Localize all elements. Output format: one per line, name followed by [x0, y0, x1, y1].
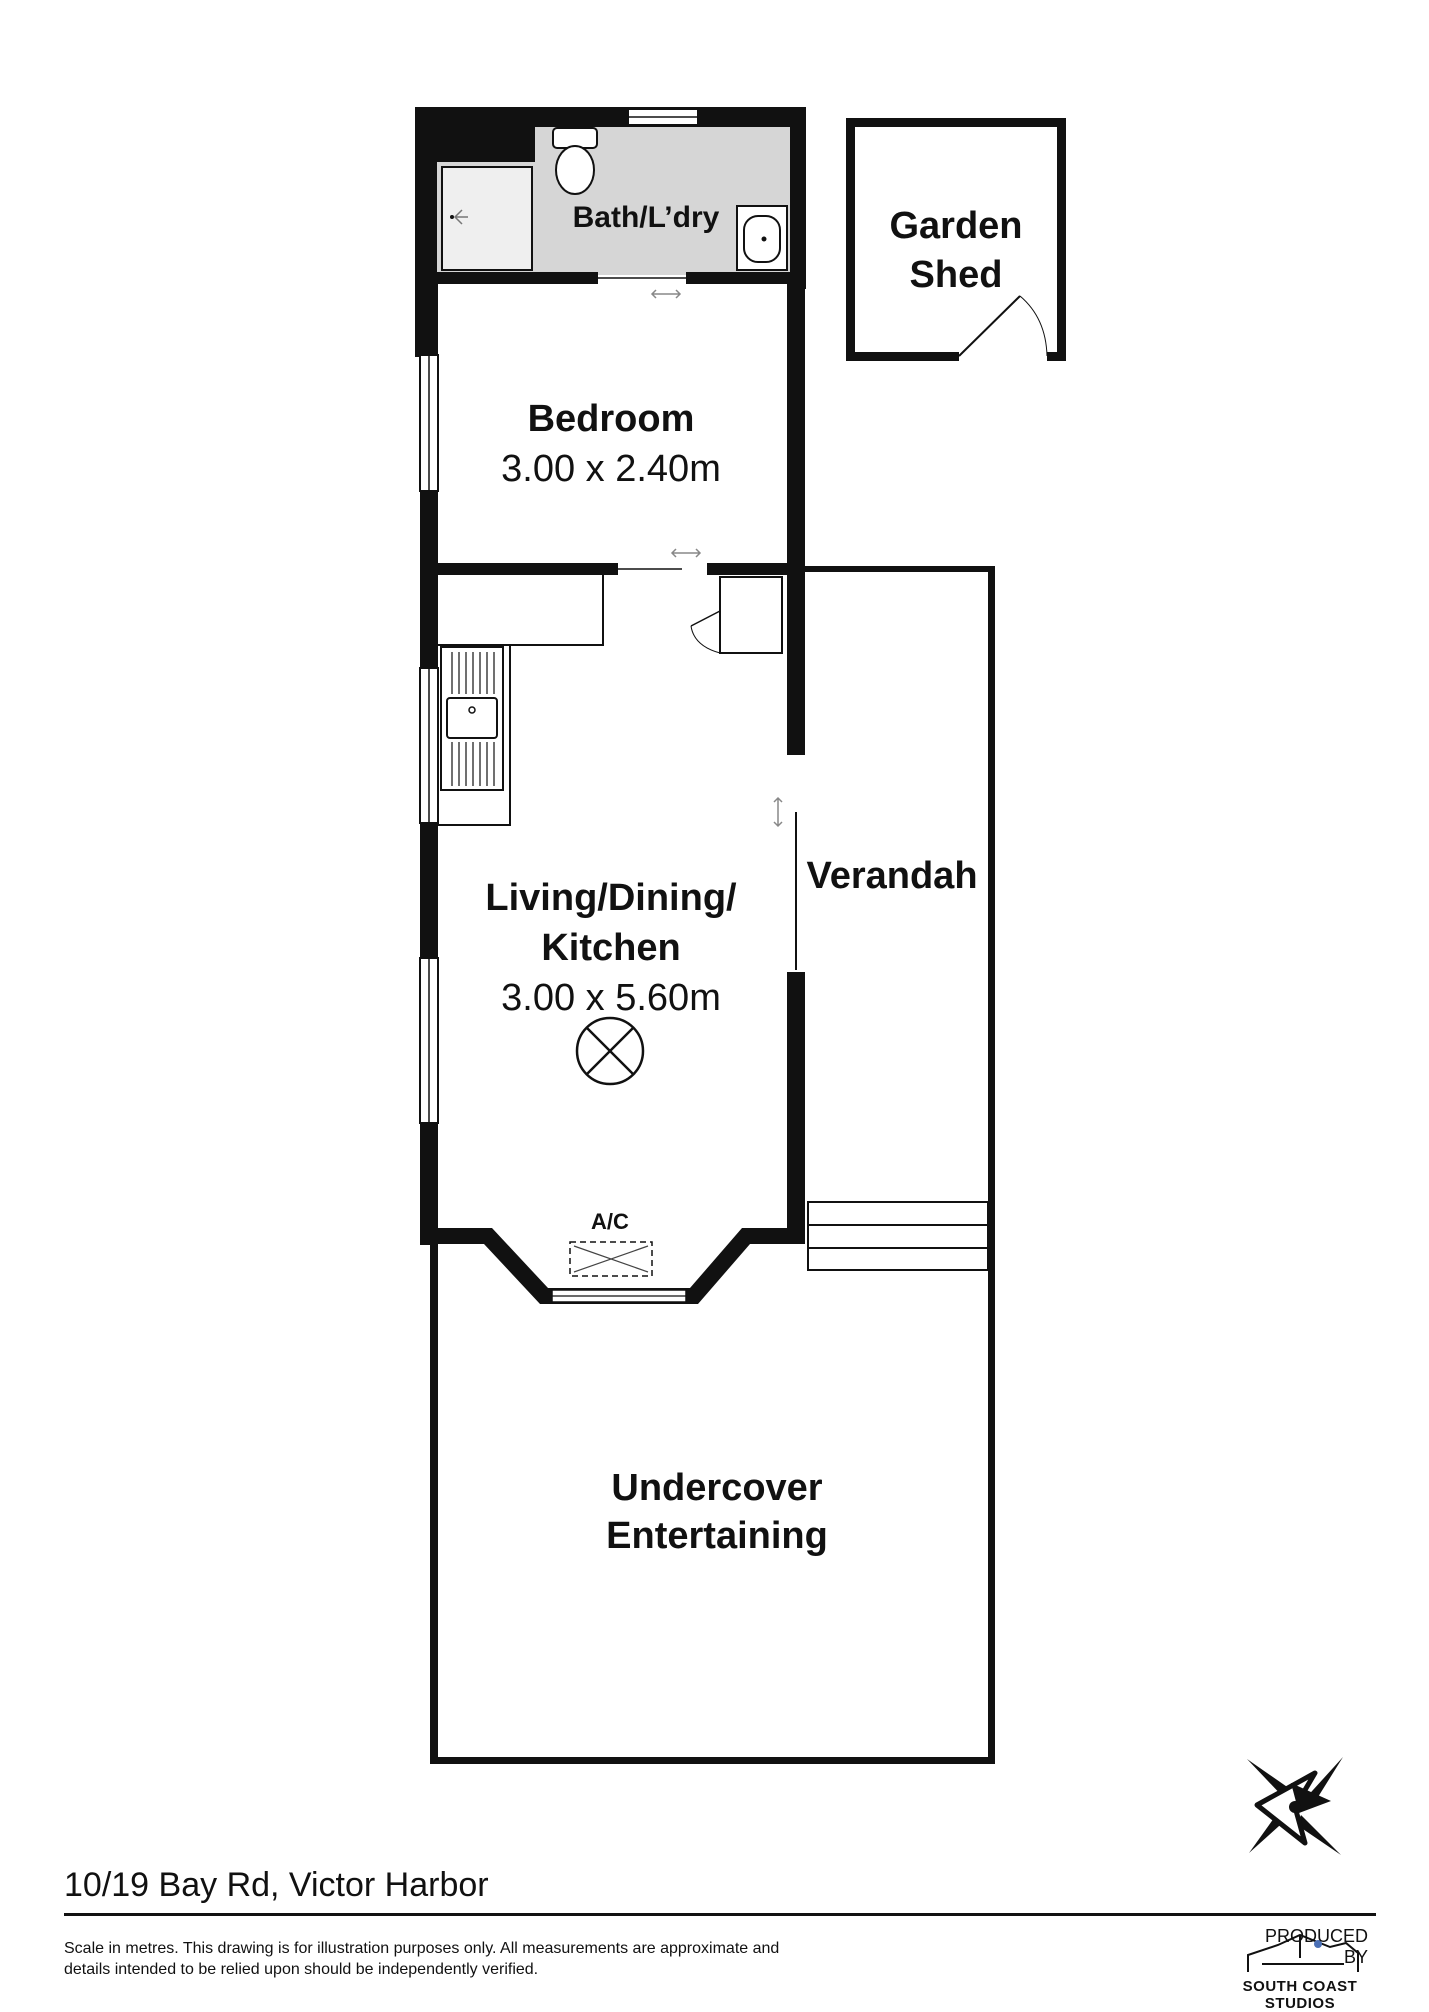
bath-bed-wall-right: [686, 272, 804, 284]
bath-label: Bath/L’dry: [573, 201, 720, 234]
verandah-wall-top: [805, 566, 995, 572]
entertaining-wall-left: [430, 1244, 438, 1764]
ceiling-light-icon: [575, 1016, 645, 1086]
kitchen-sink-icon: [440, 646, 504, 791]
bedroom-dims: 3.00 x 2.40m: [501, 448, 721, 490]
ac-unit-icon: [569, 1241, 653, 1277]
garden-shed: [846, 118, 1066, 361]
entertaining-label-1: Undercover: [611, 1467, 822, 1509]
bedroom-wall-right: [787, 284, 805, 574]
living-label-1: Living/Dining/: [485, 877, 737, 919]
verandah-steps: [807, 1201, 989, 1271]
sliding-door-icon-2: [670, 548, 702, 558]
living-wall-right-lower: [787, 972, 805, 1240]
bath-bed-wall-left: [415, 272, 598, 284]
disclaimer-text: Scale in metres. This drawing is for ill…: [64, 1940, 780, 1978]
verandah-label: Verandah: [806, 855, 977, 897]
studio-name: SOUTH COAST STUDIOS: [1242, 1978, 1358, 2012]
laundry-tub-icon: [736, 205, 788, 271]
entertaining-wall-right: [988, 1270, 995, 1764]
living-dims: 3.00 x 5.60m: [501, 977, 721, 1019]
bedroom-label: Bedroom: [528, 398, 695, 440]
entertaining-wall-bottom: [430, 1757, 995, 1764]
footer-divider: [64, 1913, 1376, 1916]
sliding-door-icon: [650, 289, 682, 299]
bed-living-wall-left: [420, 563, 618, 575]
kitchen-bench: [438, 575, 604, 826]
verandah-wall-right: [988, 566, 995, 1271]
bed-living-wall-right: [707, 563, 805, 575]
toilet-icon: [552, 127, 598, 195]
entertaining-label-2: Entertaining: [606, 1515, 828, 1557]
compass-rose-icon: [1247, 1757, 1343, 1855]
shed-label-2: Shed: [910, 254, 1003, 296]
bay-window: [420, 1228, 805, 1304]
produced-by-label: PRODUCED BY: [1264, 1926, 1368, 1967]
pantry-cupboard: [690, 576, 783, 654]
shed-label-1: Garden: [889, 205, 1022, 247]
bath-wall-right: [790, 107, 806, 289]
bath-wall-top: [415, 107, 805, 127]
living-label-2: Kitchen: [541, 927, 680, 969]
studio-logo-icon: [1247, 1933, 1359, 1972]
sliding-door-icon-3: [773, 796, 783, 828]
ac-label: A/C: [591, 1209, 629, 1234]
living-wall-right-upper: [787, 563, 805, 755]
property-address: 10/19 Bay Rd, Victor Harbor: [64, 1866, 489, 1904]
